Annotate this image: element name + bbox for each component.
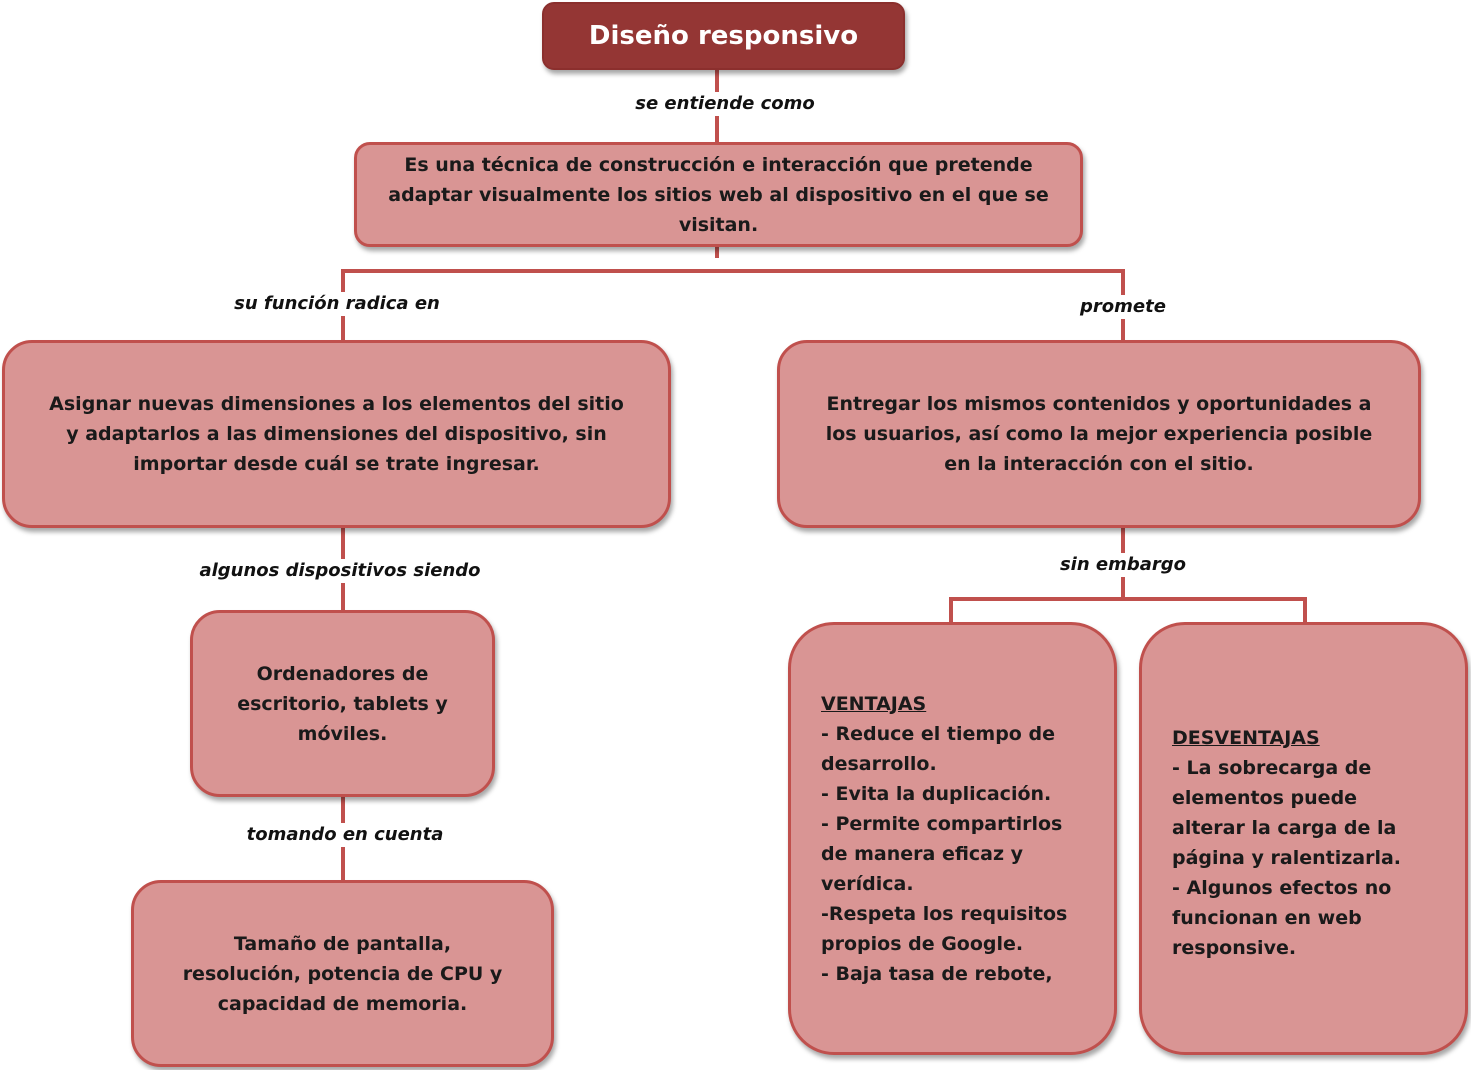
function-node: Asignar nuevas dimensiones a los element… [2, 340, 671, 528]
link-label-algunos-dispositivos: algunos dispositivos siendo [193, 559, 487, 583]
list-item: - Baja tasa de rebote, [821, 962, 1053, 985]
promise-text: Entregar los mismos contenidos y oportun… [825, 393, 1373, 475]
characteristics-node: Tamaño de pantalla, resolución, potencia… [131, 880, 554, 1067]
link-label-se-entiende: se entiende como [629, 92, 821, 116]
definition-node: Es una técnica de construcción e interac… [354, 142, 1083, 247]
list-item: - Permite compartirlos de manera eficaz … [821, 812, 1063, 895]
list-item: - Algunos efectos no funcionan en web re… [1172, 877, 1392, 959]
link-label-tomando-en-cuenta: tomando en cuenta [240, 823, 450, 847]
characteristics-text: Tamaño de pantalla, resolución, potencia… [182, 932, 503, 1015]
advantages-node: VENTAJAS - Reduce el tiempo de desarroll… [788, 622, 1117, 1055]
function-text: Asignar nuevas dimensiones a los element… [49, 393, 624, 475]
link-label-promete: promete [1074, 295, 1172, 319]
list-item: - Reduce el tiempo de desarrollo. [821, 722, 1055, 775]
root-title: Diseño responsivo [588, 21, 859, 51]
disadvantages-heading: DESVENTAJAS [1172, 727, 1320, 749]
link-label-su-funcion: su función radica en [228, 292, 446, 316]
advantages-content: VENTAJAS - Reduce el tiempo de desarroll… [821, 689, 1084, 989]
list-item: - Evita la duplicación. [821, 782, 1052, 805]
root-node-title: Diseño responsivo [542, 2, 905, 70]
advantages-heading: VENTAJAS [821, 692, 927, 715]
disadvantages-node: DESVENTAJAS - La sobrecarga de elementos… [1139, 622, 1468, 1055]
promise-node: Entregar los mismos contenidos y oportun… [777, 340, 1421, 528]
devices-text: Ordenadores de escritorio, tablets y móv… [237, 662, 448, 745]
list-item: - La sobrecarga de elementos puede alter… [1172, 757, 1402, 869]
disadvantages-list: - La sobrecarga de elementos puede alter… [1172, 753, 1435, 963]
advantages-list: - Reduce el tiempo de desarrollo. - Evit… [821, 719, 1084, 989]
link-label-sin-embargo: sin embargo [1053, 553, 1193, 577]
list-item: -Respeta los requisitos propios de Googl… [821, 902, 1068, 955]
devices-node: Ordenadores de escritorio, tablets y móv… [190, 610, 495, 797]
definition-text: Es una técnica de construcción e interac… [388, 153, 1049, 236]
disadvantages-content: DESVENTAJAS - La sobrecarga de elementos… [1172, 723, 1435, 963]
